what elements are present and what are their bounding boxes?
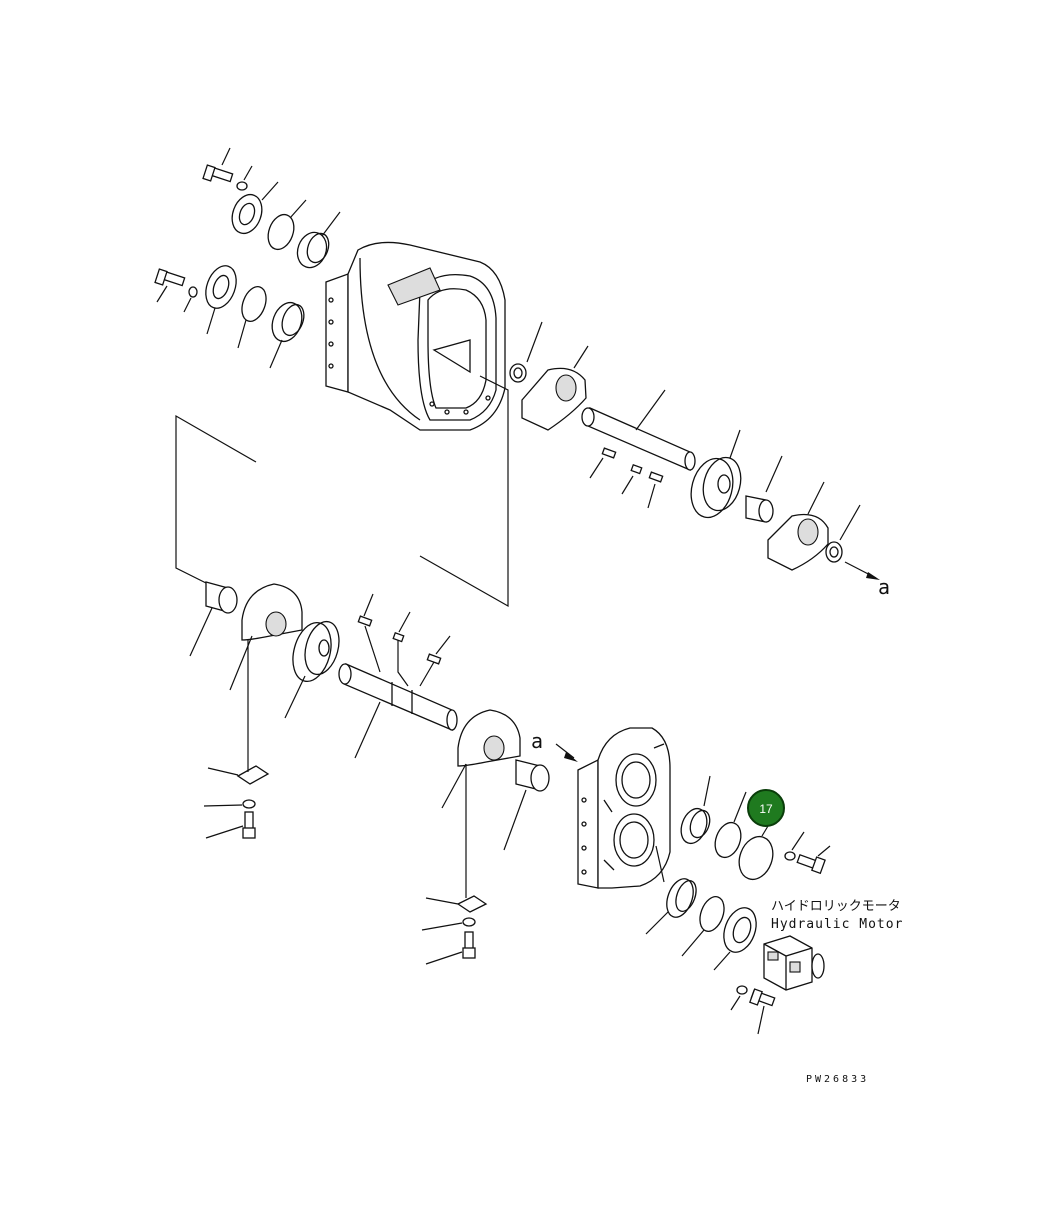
lower-motor-adapter: [713, 907, 757, 971]
lower-end-plate: [738, 825, 774, 881]
hydraulic-motor-label: ハイドロリックモータ Hydraulic Motor: [771, 899, 903, 932]
lower-bolt-middle: [425, 931, 476, 965]
lower-cap-bolt: [796, 845, 831, 875]
lower-bearing-upper: [680, 775, 711, 845]
upper-keys: [589, 447, 664, 509]
upper-washer-1: [236, 165, 253, 191]
lower-carrier-left: [229, 583, 303, 691]
arrow-a-upper: a: [844, 561, 890, 599]
upper-carrier-2: [767, 481, 829, 571]
lower-mount-bracket-middle: [425, 764, 488, 913]
arrow-label-a-lower: a: [531, 729, 543, 753]
arrow-label-a-upper: a: [878, 575, 890, 599]
upper-bearing-1: [296, 211, 341, 269]
upper-end-seal: [825, 504, 861, 563]
arrow-a-lower: a: [531, 729, 578, 762]
upper-oring-2: [237, 286, 267, 349]
upper-bearing-2: [269, 301, 305, 369]
upper-gear: [690, 429, 742, 519]
lower-bolt-left: [205, 811, 256, 839]
drawing-code: PW26833: [806, 1074, 869, 1085]
motor-label-jp: ハイドロリックモータ: [771, 899, 901, 914]
motor-bolt: [749, 988, 776, 1035]
callout-17-number: 17: [759, 802, 773, 816]
lower-washer-left: [203, 799, 256, 809]
assembly-guide-lines: [175, 375, 509, 608]
lower-gear: [284, 620, 340, 719]
upper-cover-1: [231, 181, 279, 235]
motor-washer: [730, 985, 748, 1011]
lower-mount-bracket-left: [207, 640, 270, 785]
upper-bolt-2: [154, 268, 186, 303]
lower-oring-upper: [714, 791, 747, 859]
hydraulic-motor: [763, 935, 825, 991]
lower-keys: [357, 593, 451, 687]
lower-bushing-left: [189, 581, 238, 657]
lower-bearing-bottom: [645, 845, 697, 935]
lower-oring-bottom: [681, 896, 725, 957]
upper-seal: [509, 321, 543, 383]
lower-shaft: [338, 663, 458, 759]
upper-washer-2: [183, 286, 198, 313]
upper-oring-1: [267, 199, 307, 251]
lower-carrier-middle: [441, 709, 521, 809]
upper-bushing: [745, 455, 783, 523]
lower-bushing-middle: [503, 759, 550, 851]
callout-17[interactable]: 17: [747, 789, 785, 827]
upper-bolt-1: [202, 147, 234, 183]
upper-shaft: [581, 389, 696, 471]
lower-rear-cover: [577, 727, 671, 889]
upper-cover-2: [205, 265, 237, 335]
lower-small-washer: [784, 831, 805, 861]
upper-gear-housing: [325, 241, 506, 431]
lower-washer-middle: [421, 917, 476, 931]
motor-label-en: Hydraulic Motor: [771, 917, 903, 932]
upper-carrier-1: [521, 345, 589, 431]
